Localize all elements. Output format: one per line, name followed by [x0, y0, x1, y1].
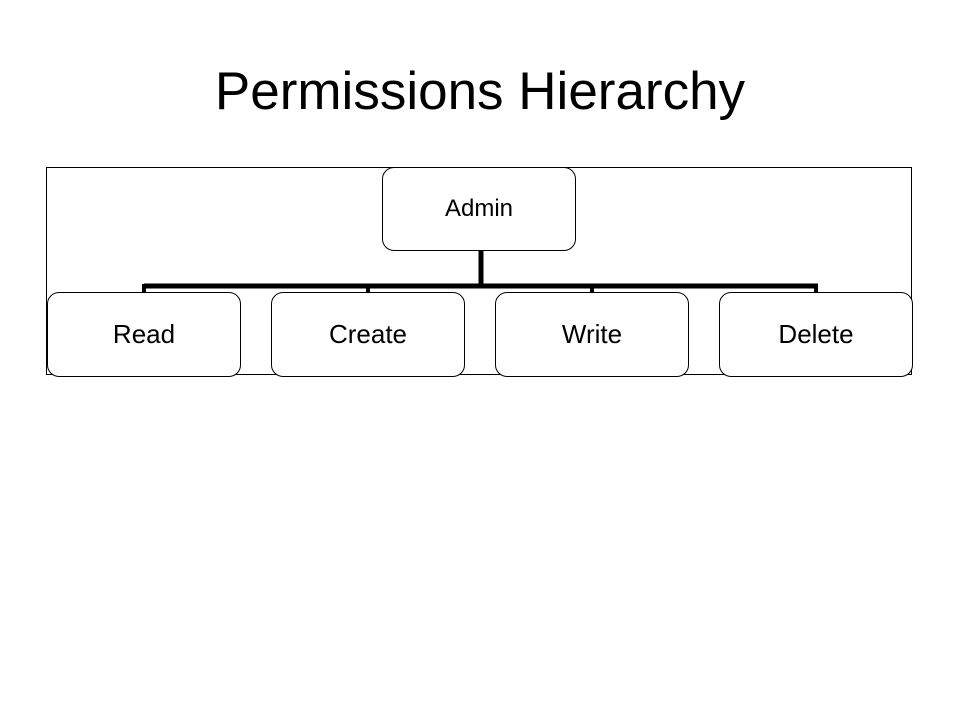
node-create-label: Create: [328, 319, 408, 349]
node-write-label: Write: [561, 319, 623, 349]
node-create: Create: [271, 292, 465, 377]
node-delete: Delete: [719, 292, 913, 377]
node-read-label: Read: [112, 319, 176, 349]
node-read: Read: [47, 292, 241, 377]
slide-title: Permissions Hierarchy: [214, 62, 746, 121]
node-admin-label: Admin: [444, 195, 514, 222]
node-delete-label: Delete: [778, 319, 854, 349]
node-write: Write: [495, 292, 689, 377]
node-admin: Admin: [382, 167, 576, 251]
